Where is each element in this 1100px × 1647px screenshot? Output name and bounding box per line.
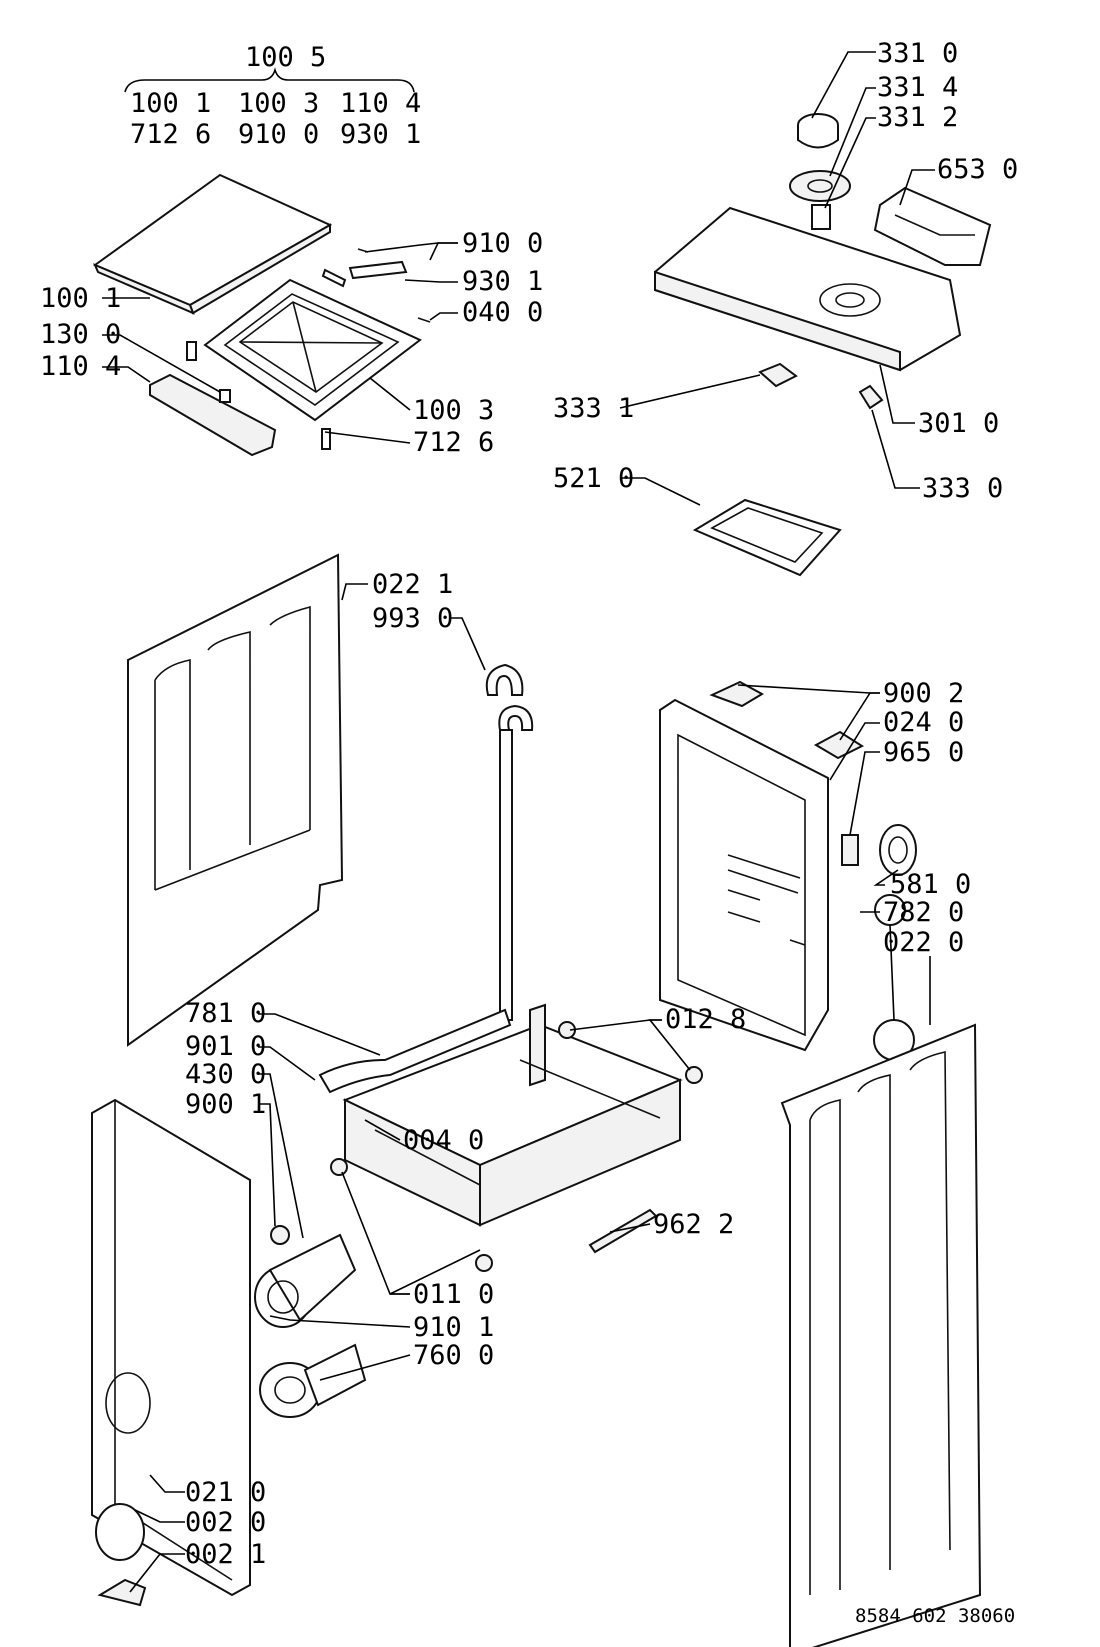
callout-910-1: 910 1: [413, 1312, 494, 1343]
callout-021-0: 021 0: [185, 1477, 266, 1508]
control-console-assembly: [654, 113, 992, 577]
left-side-panel: [127, 553, 344, 1047]
filter-cover-002-0: [95, 1503, 145, 1561]
callout-900-1: 900 1: [185, 1089, 266, 1120]
leader-lines: [102, 51, 935, 1593]
callout-781-0: 781 0: [185, 998, 266, 1029]
latch: [219, 389, 231, 403]
callout-100-3: 100 3: [413, 395, 494, 426]
knob-spindle: [811, 204, 831, 230]
lock-pin: [321, 428, 331, 450]
callout-100-1: 100 1: [40, 283, 121, 314]
callout-130-0: 130 0: [40, 319, 121, 350]
kit-part-100-3: 100 3: [238, 88, 319, 119]
rear-panel: [659, 680, 865, 1052]
kit-part-712-6: 712 6: [130, 119, 211, 150]
callout-022-0: 022 0: [883, 927, 964, 958]
pulley-581-0: [879, 824, 917, 876]
bracket-900-2-a: [709, 680, 765, 708]
knob-ring: [789, 170, 851, 202]
kit-part-930-1: 930 1: [340, 119, 421, 150]
callout-782-0: 782 0: [883, 897, 964, 928]
callout-331-0: 331 0: [877, 38, 958, 69]
top-frame: [203, 278, 422, 422]
callout-930-1: 930 1: [462, 266, 543, 297]
top-lid-assembly: [92, 173, 431, 457]
callout-022-1: 022 1: [372, 569, 453, 600]
callout-331-4: 331 4: [877, 72, 958, 103]
clip-333-1: [758, 362, 798, 388]
callout-012-8: 012 8: [665, 1004, 746, 1035]
drain-pump: [254, 1225, 367, 1418]
screw-040-0: [417, 317, 431, 323]
pcb-holder: [692, 498, 842, 577]
callout-002-0: 002 0: [185, 1507, 266, 1538]
right-side-panel: [780, 1023, 982, 1647]
front-panel: [91, 1098, 251, 1607]
callout-331-2: 331 2: [877, 102, 958, 133]
callout-301-0: 301 0: [918, 408, 999, 439]
callout-900-2: 900 2: [883, 678, 964, 709]
hinge-bar: [348, 260, 408, 280]
foot-011-0-b: [475, 1254, 493, 1272]
filter-opening: [105, 1372, 151, 1434]
callout-024-0: 024 0: [883, 707, 964, 738]
callout-965-0: 965 0: [883, 737, 964, 768]
console-bracket: [873, 186, 992, 266]
callout-901-0: 901 0: [185, 1031, 266, 1062]
callout-712-6: 712 6: [413, 427, 494, 458]
reference-number: 8584 602 38060: [855, 1605, 1015, 1627]
callout-333-1: 333 1: [553, 393, 634, 424]
callout-110-4: 110 4: [40, 351, 121, 382]
clamp-900-1: [270, 1225, 290, 1245]
callout-760-0: 760 0: [413, 1340, 494, 1371]
callout-002-1: 002 1: [185, 1539, 266, 1570]
bracket-962-2: [588, 1208, 658, 1254]
callout-993-0: 993 0: [372, 603, 453, 634]
foot-011-0-a: [330, 1158, 348, 1176]
bracket-900-2-b: [813, 730, 865, 760]
callout-004-0: 004 0: [403, 1125, 484, 1156]
foot-012-8-b: [685, 1066, 703, 1084]
clip: [321, 268, 347, 288]
callout-333-0: 333 0: [922, 473, 1003, 504]
callout-521-0: 521 0: [553, 463, 634, 494]
callout-962-2: 962 2: [653, 1209, 734, 1240]
control-strip: [149, 373, 277, 457]
callout-910-0: 910 0: [462, 228, 543, 259]
kit-header: 100 5 100 1 100 3 110 4 712 6 910 0 930 …: [124, 42, 421, 150]
kit-part-100-1: 100 1: [130, 88, 211, 119]
hose-bend: [485, 663, 524, 696]
callout-040-0: 040 0: [462, 297, 543, 328]
callout-labels: 331 0 331 4 331 2 653 0 910 0 930 1 040 …: [40, 38, 1018, 1570]
selector-opening: [819, 283, 881, 317]
clip-333-0: [858, 384, 884, 410]
filter-965-0: [841, 834, 859, 866]
callout-653-0: 653 0: [937, 154, 1018, 185]
kit-label: 100 5: [245, 42, 326, 73]
kit-brace: [124, 67, 415, 93]
kit-part-110-4: 110 4: [340, 88, 421, 119]
clip-002-1: [97, 1578, 147, 1607]
base-frame: [342, 1003, 683, 1227]
pulley-group: [873, 824, 917, 1061]
callout-011-0: 011 0: [413, 1279, 494, 1310]
callout-581-0: 581 0: [890, 869, 971, 900]
drain-hose: [318, 663, 534, 1094]
hinge-pin: [186, 341, 197, 361]
callout-430-0: 430 0: [185, 1059, 266, 1090]
kit-part-910-0: 910 0: [238, 119, 319, 150]
